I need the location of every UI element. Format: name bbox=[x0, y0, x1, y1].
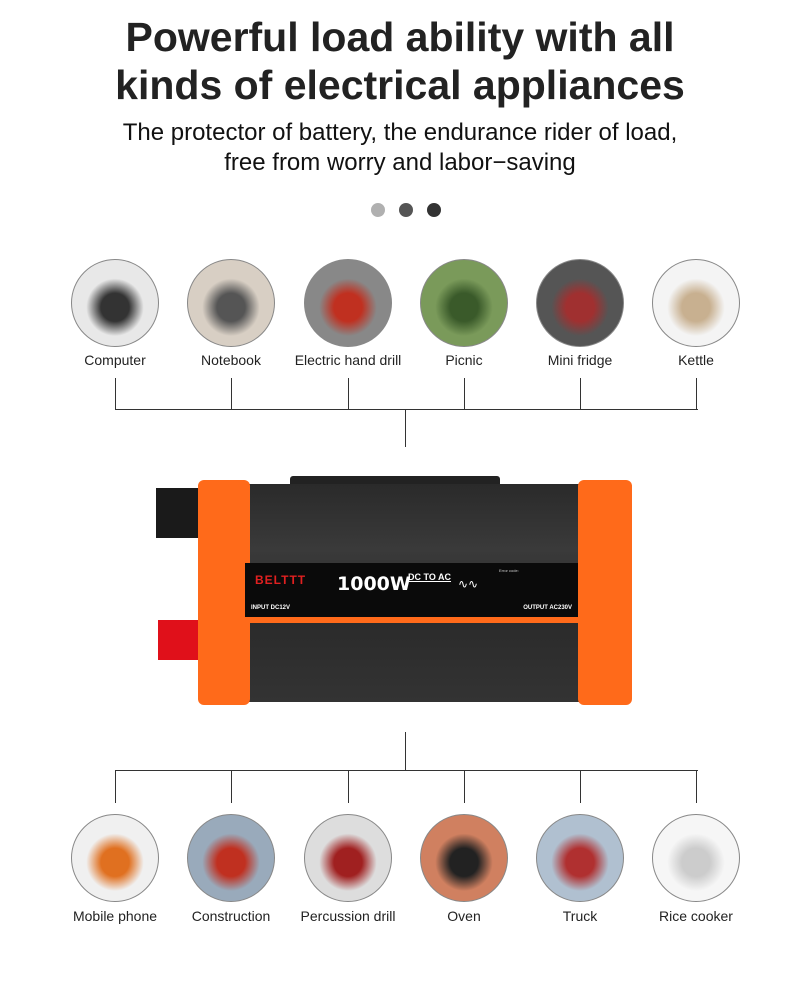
connector-tick bbox=[115, 770, 116, 803]
connector-tick bbox=[348, 378, 349, 409]
computer-icon bbox=[71, 259, 159, 347]
connector-tick bbox=[231, 770, 232, 803]
rice-cooker-icon bbox=[652, 814, 740, 902]
phone-icon bbox=[71, 814, 159, 902]
subtitle-line1: The protector of battery, the endurance … bbox=[122, 119, 678, 146]
connector-tick bbox=[348, 770, 349, 803]
bottom-bracket-line bbox=[115, 770, 698, 771]
connector-tick bbox=[231, 378, 232, 409]
appliance-label: Percussion drill bbox=[300, 908, 396, 924]
power-rating: 1000W bbox=[337, 573, 411, 595]
appliance-label: Truck bbox=[562, 908, 598, 924]
construction-icon bbox=[187, 814, 275, 902]
connector-tick bbox=[580, 770, 581, 803]
appliance-label: Construction bbox=[191, 908, 271, 924]
kettle-icon bbox=[652, 259, 740, 347]
error-code-title: Error code: bbox=[499, 568, 519, 573]
sine-wave-icon: ∿∿ bbox=[458, 577, 479, 591]
appliance-label: Oven bbox=[447, 908, 481, 924]
page-title-line2: kinds of electrical appliances bbox=[115, 62, 685, 108]
fridge-icon bbox=[536, 259, 624, 347]
top-stem-line bbox=[405, 409, 406, 447]
oven-icon bbox=[420, 814, 508, 902]
inverter-product-image: BELTTT 1000W DC TO AC ∿∿ Error code: INP… bbox=[150, 470, 640, 710]
picnic-icon bbox=[420, 259, 508, 347]
connector-tick bbox=[115, 378, 116, 409]
appliance-label: Picnic bbox=[445, 352, 483, 368]
output-label: OUTPUT AC230V bbox=[523, 605, 572, 611]
warning-strip bbox=[245, 617, 578, 623]
mode-label: DC TO AC bbox=[408, 572, 452, 582]
connector-tick bbox=[696, 378, 697, 409]
connector-tick bbox=[580, 378, 581, 409]
truck-icon bbox=[536, 814, 624, 902]
top-bracket-line bbox=[115, 409, 698, 410]
connector-tick bbox=[696, 770, 697, 803]
appliance-label: Notebook bbox=[201, 352, 261, 368]
input-label: INPUT DC12V bbox=[251, 605, 291, 611]
carousel-dot-3[interactable] bbox=[427, 203, 441, 217]
percussion-drill-icon bbox=[304, 814, 392, 902]
carousel-dot-2[interactable] bbox=[399, 203, 413, 217]
bottom-stem-line bbox=[405, 732, 406, 770]
appliance-label: Computer bbox=[84, 352, 146, 368]
appliance-label: Electric hand drill bbox=[294, 352, 402, 368]
drill-icon bbox=[304, 259, 392, 347]
carousel-dot-1[interactable] bbox=[371, 203, 385, 217]
inverter-label-panel: BELTTT 1000W DC TO AC ∿∿ Error code: INP… bbox=[245, 563, 578, 617]
notebook-icon bbox=[187, 259, 275, 347]
subtitle-line2: free from worry and labor−saving bbox=[224, 149, 576, 176]
connector-tick bbox=[464, 770, 465, 803]
black-terminal bbox=[156, 488, 206, 538]
appliance-label: Rice cooker bbox=[659, 908, 733, 924]
connector-tick bbox=[464, 378, 465, 409]
appliance-label: Mobile phone bbox=[72, 908, 158, 924]
appliance-label: Mini fridge bbox=[547, 352, 613, 368]
brand-logo: BELTTT bbox=[255, 573, 307, 587]
appliance-label: Kettle bbox=[678, 352, 714, 368]
page-title-line1: Powerful load ability with all bbox=[125, 14, 675, 60]
